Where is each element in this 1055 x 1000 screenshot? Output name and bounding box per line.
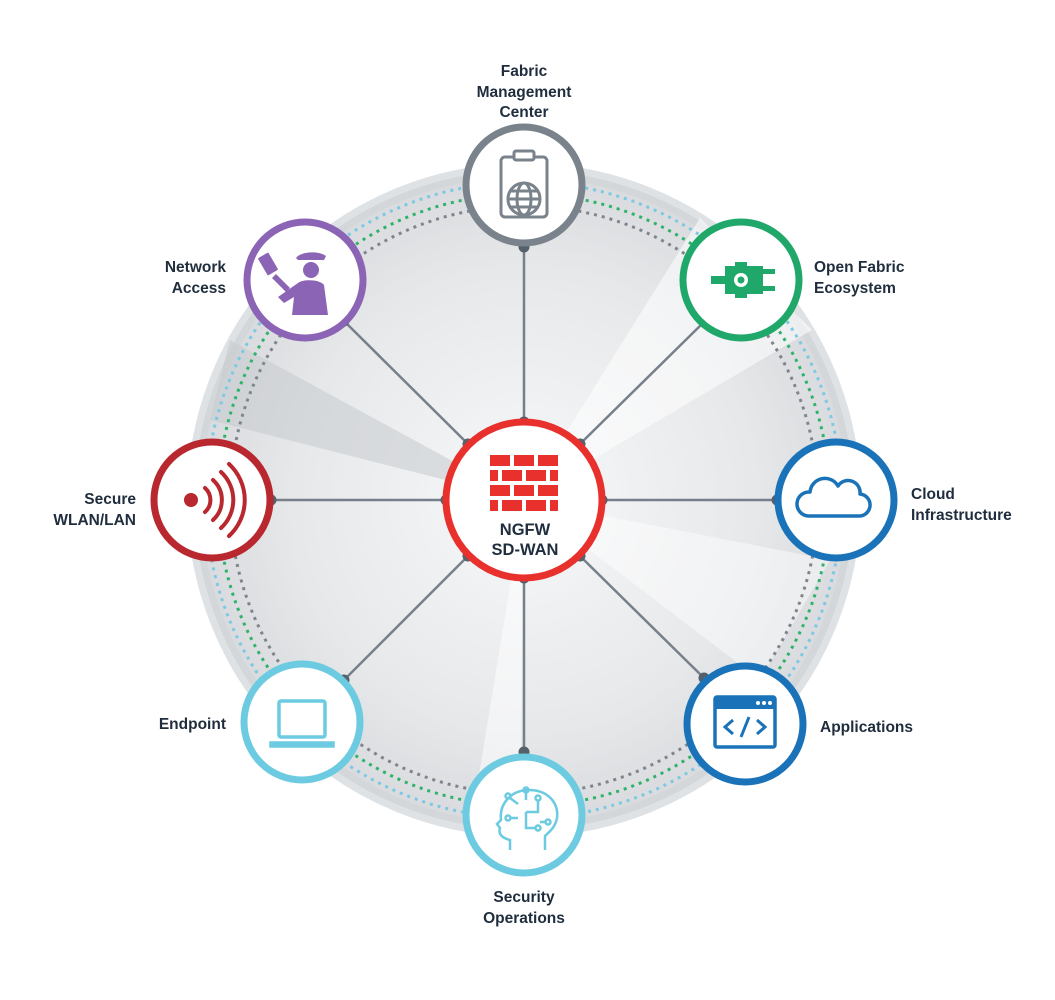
label-fabric-management-center: Fabric Management Center [474, 62, 574, 124]
node-secure-wlan-lan[interactable] [150, 438, 274, 562]
hub-label-line: NGFW [499, 521, 551, 539]
label-line: Endpoint [158, 716, 226, 733]
guard-officer-icon [258, 252, 328, 315]
hub-label-line: SD-WAN [491, 541, 559, 559]
label-line: Security [493, 889, 555, 906]
cloud-icon [795, 476, 872, 518]
laptop-icon [269, 699, 335, 748]
shade-wedge-left [210, 340, 524, 500]
firewall-brick-icon [490, 455, 558, 511]
label-line: Fabric [500, 63, 548, 80]
node-cloud-infrastructure[interactable] [774, 438, 898, 562]
brain-circuit-icon [495, 786, 559, 850]
connector-network-access [343, 320, 469, 445]
light-wedge-lower-right [524, 500, 830, 680]
label-line: Cloud [911, 486, 955, 503]
node-endpoint[interactable] [240, 660, 364, 784]
node-network-access[interactable] [243, 218, 367, 342]
label-cloud-infrastructure: Cloud Infrastructure [911, 485, 1012, 526]
plug-gear-icon [711, 262, 775, 298]
node-applications[interactable] [683, 662, 807, 786]
label-line: Operations [483, 909, 565, 927]
label-line: Access [171, 279, 226, 297]
label-line: Secure [84, 491, 136, 508]
node-security-operations[interactable] [462, 753, 586, 877]
node-open-fabric-ecosystem[interactable] [679, 218, 803, 342]
clipboard-globe-icon [499, 149, 549, 219]
label-line: Infrastructure [911, 506, 1012, 524]
label-line: Management [476, 83, 572, 101]
label-line: Open Fabric [814, 259, 905, 276]
label-line: Center [499, 104, 549, 121]
hub-ngfw-sd-wan[interactable] [442, 418, 606, 582]
label-security-operations: Security Operations [464, 888, 584, 929]
label-line: Ecosystem [814, 279, 896, 297]
label-applications: Applications [820, 718, 913, 739]
wireless-signal-icon [184, 462, 247, 538]
connectors [271, 247, 777, 752]
label-open-fabric-ecosystem: Open Fabric Ecosystem [814, 258, 904, 299]
label-line: Applications [820, 719, 914, 736]
label-network-access: Network Access [116, 258, 226, 299]
connector-endpoint [343, 555, 469, 681]
label-endpoint: Endpoint [126, 715, 226, 736]
label-line: Network [164, 259, 226, 276]
hub-label: NGFW SD-WAN [465, 520, 585, 560]
label-line: WLAN/LAN [53, 511, 136, 529]
connector-open-fabric-ecosystem [579, 321, 705, 445]
connector-applications [579, 555, 705, 679]
code-window-icon [713, 695, 777, 749]
label-secure-wlan-lan: Secure WLAN/LAN [26, 490, 136, 531]
node-fabric-management-center[interactable] [462, 123, 586, 247]
